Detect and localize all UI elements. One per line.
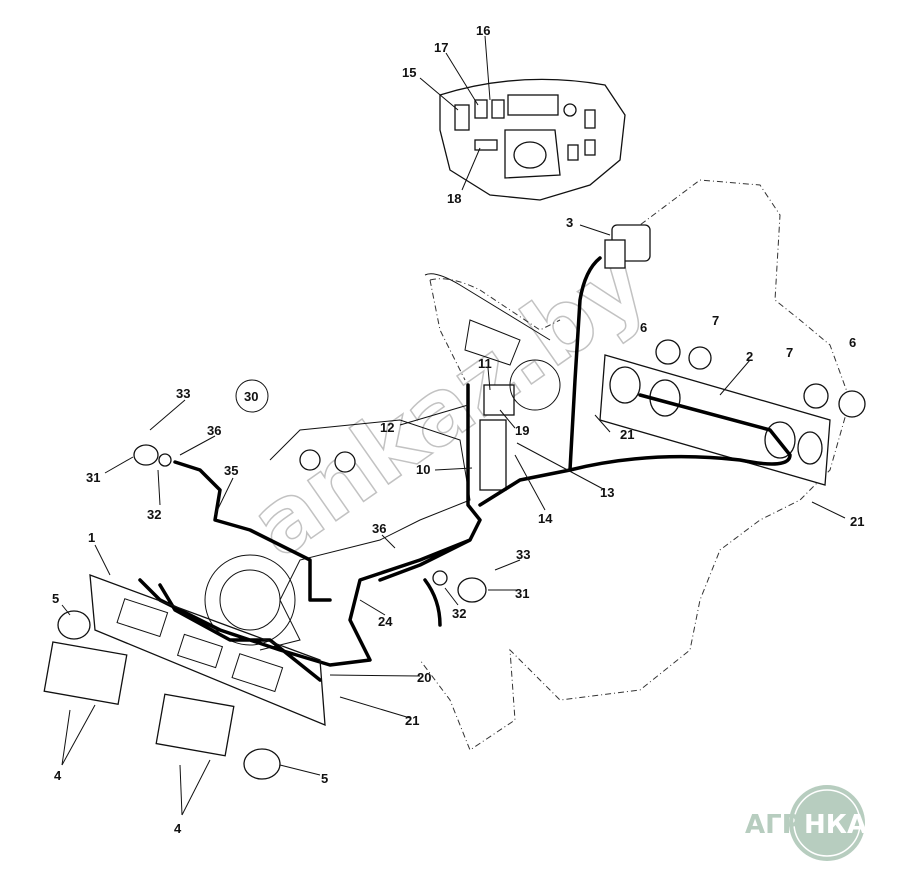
- callout-21b: 21: [850, 514, 864, 529]
- callout-33: 33: [176, 386, 190, 401]
- svg-text:НКА: НКА: [804, 810, 867, 840]
- callout-19: 19: [515, 423, 529, 438]
- callout-35: 35: [224, 463, 238, 478]
- callout-12: 12: [380, 420, 394, 435]
- callout-21c: 21: [405, 713, 419, 728]
- front-light-bar: [89, 574, 326, 727]
- callout-15: 15: [402, 65, 416, 80]
- callout-32: 32: [147, 507, 161, 522]
- callout-3: 3: [566, 215, 573, 230]
- callout-10: 10: [416, 462, 430, 477]
- windshield-frame: [424, 273, 551, 341]
- callout-7: 7: [712, 313, 719, 328]
- callout-16: 16: [476, 23, 490, 38]
- callout-labels: 16 17 15 18 3 6 7 2 7 6 21 21 11 12 19 1…: [52, 23, 864, 836]
- cab-outline: [419, 179, 851, 751]
- callout-13: 13: [600, 485, 614, 500]
- engine: [204, 419, 471, 651]
- callout-36: 36: [207, 423, 221, 438]
- callout-4: 4: [54, 768, 62, 783]
- callout-31b: 31: [515, 586, 529, 601]
- callout-31: 31: [86, 470, 100, 485]
- callout-21: 21: [620, 427, 634, 442]
- callout-4b: 4: [174, 821, 182, 836]
- harness-lead: [423, 578, 442, 627]
- harness-branch: [478, 468, 572, 507]
- callout-33b: 33: [516, 547, 530, 562]
- watermark-text: ankaz.by: [232, 231, 665, 578]
- callout-14: 14: [538, 511, 553, 526]
- fuse-box: [464, 319, 561, 491]
- callout-17: 17: [434, 40, 448, 55]
- callout-20: 20: [417, 670, 431, 685]
- callout-18: 18: [447, 191, 461, 206]
- callout-30: 30: [244, 389, 258, 404]
- callout-2: 2: [746, 349, 753, 364]
- callout-32b: 32: [452, 606, 466, 621]
- callout-6: 6: [640, 320, 647, 335]
- callout-5b: 5: [321, 771, 328, 786]
- callout-5: 5: [52, 591, 59, 606]
- callout-11: 11: [478, 356, 492, 371]
- main-harness: [138, 383, 482, 682]
- rear-light-bar: [568, 339, 866, 486]
- work-lamps: [43, 444, 487, 780]
- callout-24: 24: [378, 614, 393, 629]
- agronka-logo: АГРО НКА: [745, 785, 867, 861]
- callout-7b: 7: [786, 345, 793, 360]
- callout-circle: [235, 379, 269, 413]
- leader-lines: [61, 35, 846, 816]
- hood-outline: [429, 278, 561, 381]
- callout-1: 1: [88, 530, 95, 545]
- callout-36b: 36: [372, 521, 386, 536]
- beacon-lamp: [568, 224, 651, 472]
- instrument-panel: [439, 78, 626, 201]
- svg-text:АГРО: АГРО: [745, 810, 823, 840]
- callout-6b: 6: [849, 335, 856, 350]
